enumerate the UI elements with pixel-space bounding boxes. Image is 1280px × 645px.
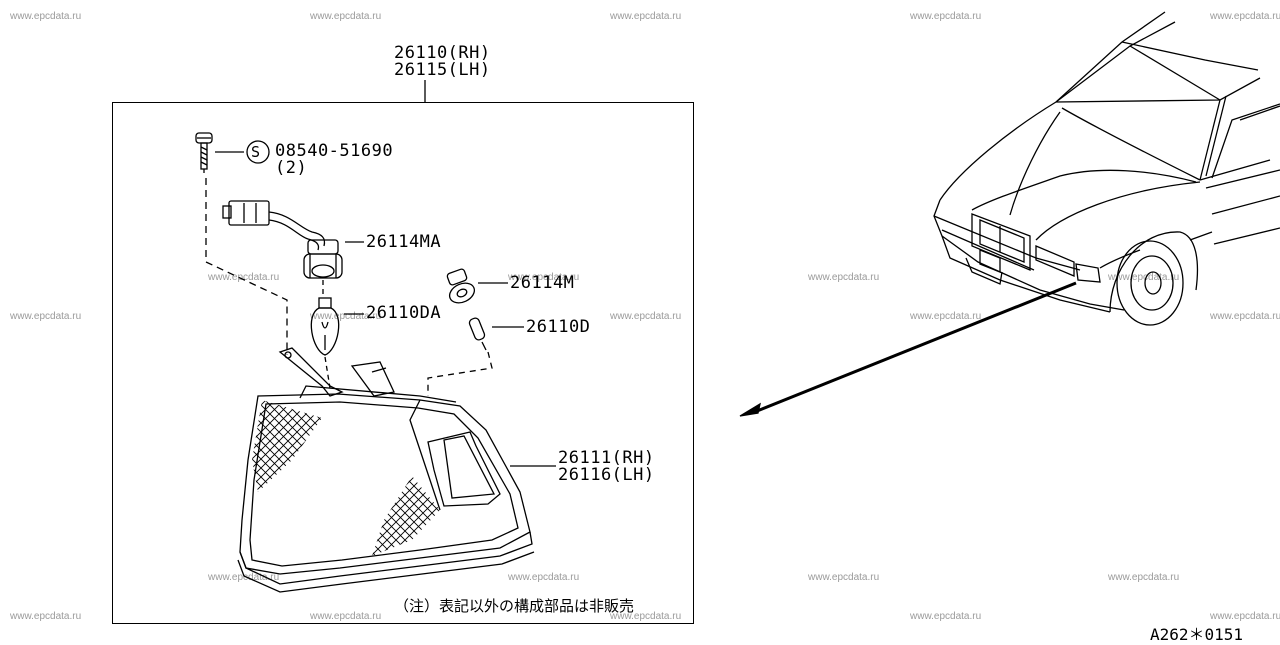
watermark-text: www.epcdata.ru xyxy=(1108,272,1180,283)
screw-symbol-circle xyxy=(246,140,270,164)
bulb-da-label: 26110DA xyxy=(366,303,442,323)
watermark-text: www.epcdata.ru xyxy=(610,611,682,622)
screw-symbol: S xyxy=(251,143,261,161)
bracket-icon xyxy=(278,347,395,397)
watermark-text: www.epcdata.ru xyxy=(910,611,982,622)
socket-ma-icon xyxy=(303,239,343,279)
watermark-text: www.epcdata.ru xyxy=(1210,611,1280,622)
watermark-text: www.epcdata.ru xyxy=(910,11,982,22)
watermark-text: www.epcdata.ru xyxy=(10,11,82,22)
assembly-frame xyxy=(112,102,694,624)
watermark-text: www.epcdata.ru xyxy=(610,11,682,22)
footnote: （注）表記以外の構成部品は非販売 xyxy=(394,597,635,615)
pointer-arrow xyxy=(751,281,1077,415)
watermark-text: www.epcdata.ru xyxy=(310,311,382,322)
lens-rh-label: 26111(RH) xyxy=(558,448,655,468)
screw-dash xyxy=(205,178,288,355)
watermark-text: www.epcdata.ru xyxy=(208,272,280,283)
watermark-text: www.epcdata.ru xyxy=(910,311,982,322)
watermark-text: www.epcdata.ru xyxy=(508,572,580,583)
lens-body-icon xyxy=(237,385,535,593)
watermark-text: www.epcdata.ru xyxy=(310,611,382,622)
assembly-lh-label: 26115(LH) xyxy=(394,60,491,80)
watermark-text: www.epcdata.ru xyxy=(10,311,82,322)
car-illustration xyxy=(933,11,1280,326)
watermark-text: www.epcdata.ru xyxy=(610,311,682,322)
socket-ma-label: 26114MA xyxy=(366,232,442,252)
watermark-text: www.epcdata.ru xyxy=(808,572,880,583)
socket-m-label: 26114M xyxy=(510,273,575,293)
diagram-code: A262＊0151 xyxy=(1150,625,1244,644)
watermark-text: www.epcdata.ru xyxy=(1210,11,1280,22)
bulb-d-icon xyxy=(468,317,487,351)
watermark-text: www.epcdata.ru xyxy=(1108,572,1180,583)
screw-qty-label: (2) xyxy=(275,158,308,178)
screw-part-label: 08540-51690 xyxy=(275,141,394,161)
connector-icon xyxy=(222,200,326,251)
screw-icon xyxy=(195,132,213,173)
watermark-text: www.epcdata.ru xyxy=(808,272,880,283)
watermark-text: www.epcdata.ru xyxy=(1210,311,1280,322)
lens-lh-label: 26116(LH) xyxy=(558,465,655,485)
socket-m-icon xyxy=(446,268,476,304)
watermark-text: www.epcdata.ru xyxy=(310,11,382,22)
bulb-d-dash xyxy=(427,351,493,396)
pointer-arrowhead xyxy=(739,402,761,417)
watermark-text: www.epcdata.ru xyxy=(10,611,82,622)
watermark-text: www.epcdata.ru xyxy=(208,572,280,583)
bulb-da-icon xyxy=(310,297,340,356)
assembly-rh-label: 26110(RH) xyxy=(394,43,491,63)
watermark-text: www.epcdata.ru xyxy=(508,272,580,283)
bulb-d-label: 26110D xyxy=(526,317,591,337)
